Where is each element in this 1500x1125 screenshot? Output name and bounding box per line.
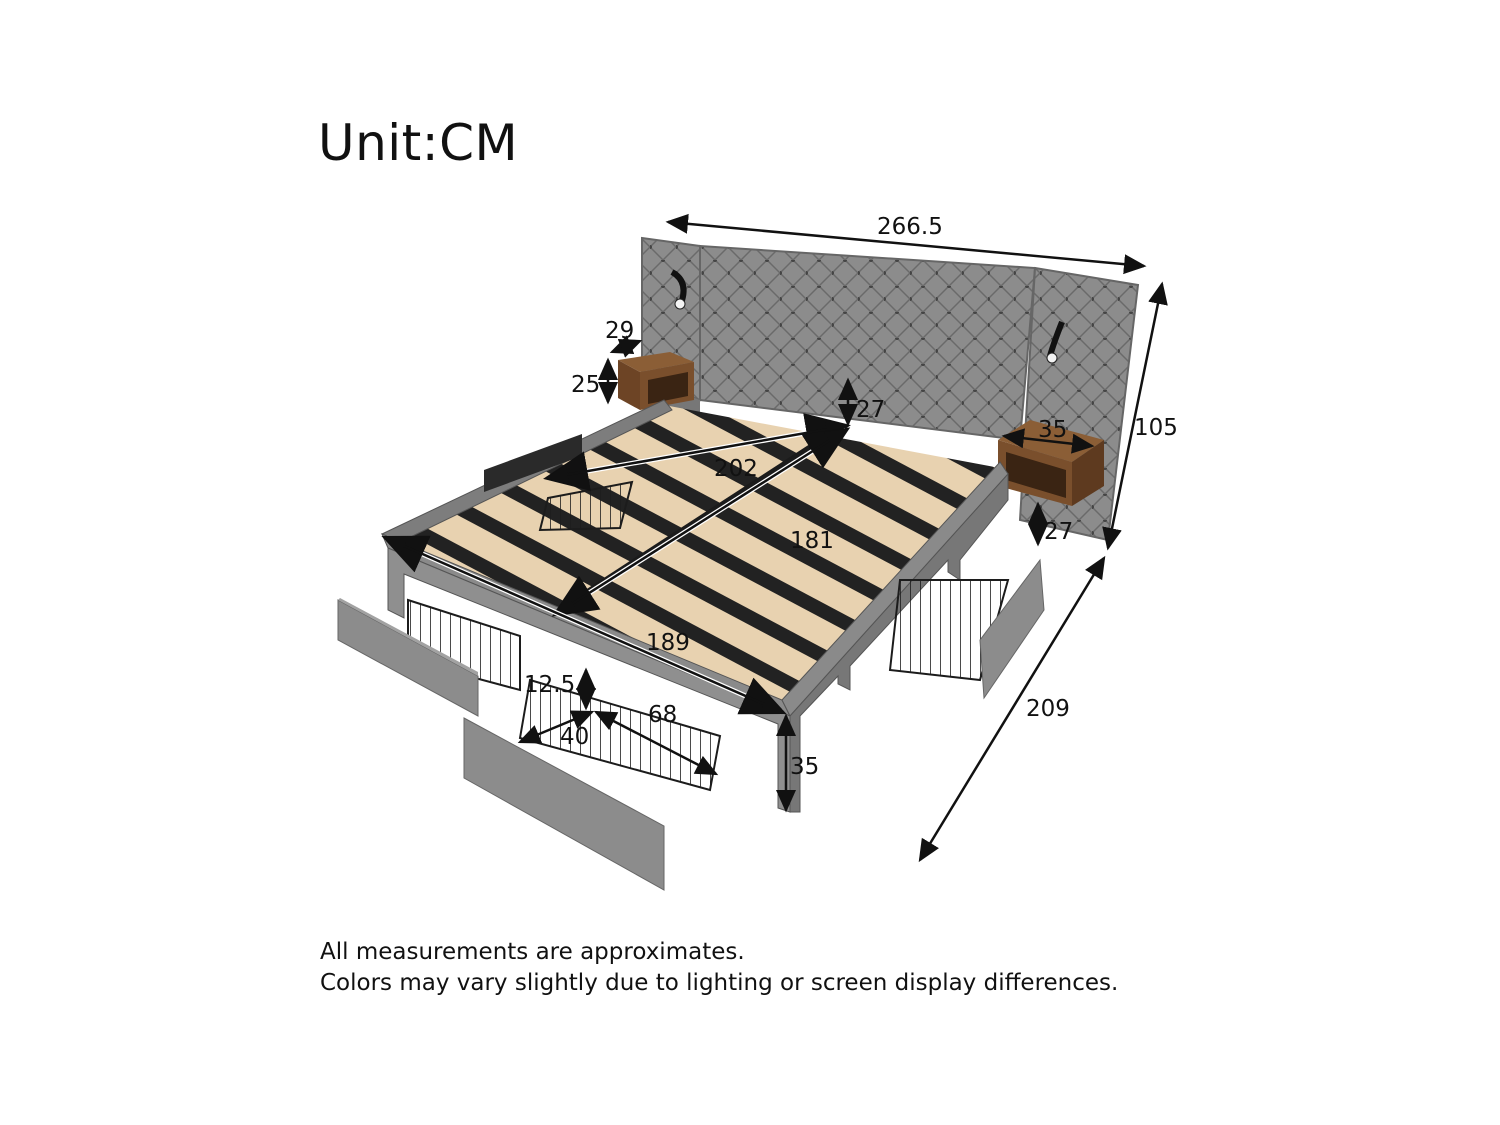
footnote-approximates: All measurements are approximates.: [320, 939, 745, 965]
dim-inner-length: 202: [714, 456, 758, 482]
dim-frame-length: 189: [646, 630, 690, 656]
drawer-left-front: [337, 598, 521, 717]
dim-inner-width: 181: [790, 528, 834, 554]
dimension-lines: [381, 213, 1168, 863]
dim-nightstand-width: 35: [1038, 417, 1067, 443]
dim-frame-height: 35: [790, 754, 819, 780]
dim-drawer-depth: 68: [648, 702, 677, 728]
dim-headboard-clearance: 27: [856, 397, 885, 423]
dimension-labels: 266.5 105 209 29 25 35 27 27 202 181 189…: [524, 214, 1178, 780]
dim-drawer-height: 12.5: [524, 672, 575, 698]
unit-label: Unit:CM: [318, 114, 519, 172]
dim-total-height: 105: [1134, 415, 1178, 441]
left-nightstand: [618, 352, 694, 410]
dim-headboard-width: 266.5: [877, 214, 943, 240]
dim-nightstand-clearance: 27: [1044, 519, 1073, 545]
dim-nightstand-height: 25: [571, 372, 600, 398]
dim-nightstand-depth: 29: [605, 318, 634, 344]
dim-drawer-width: 40: [560, 724, 589, 750]
dim-total-length: 209: [1026, 696, 1070, 722]
drawer-center-front: [463, 678, 722, 891]
drawer-right-side: [888, 558, 1045, 700]
footnote-colors: Colors may vary slightly due to lighting…: [320, 970, 1119, 996]
